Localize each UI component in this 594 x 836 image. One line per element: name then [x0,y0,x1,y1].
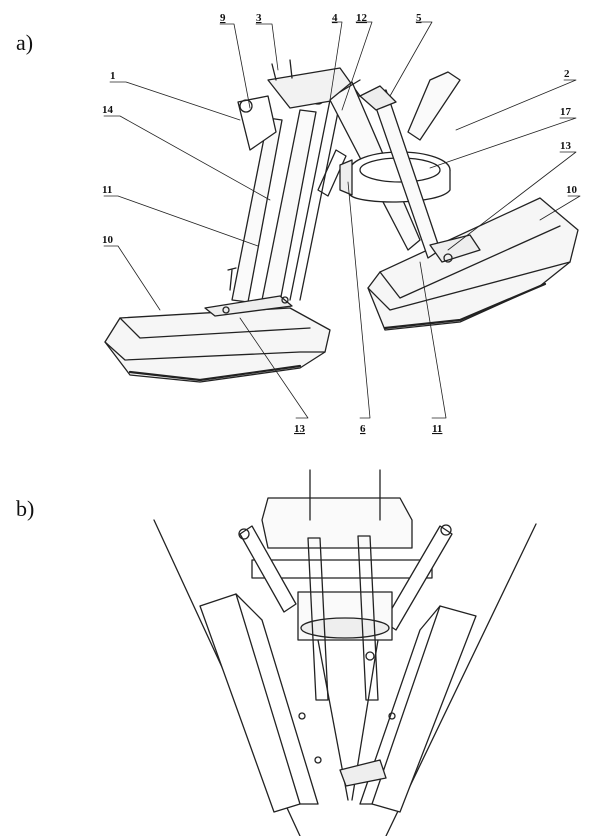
label-11-left: 11 [102,184,112,196]
label-4: 4 [332,12,338,24]
panel-a-drawing [104,59,579,383]
panel-b-label: b) [16,496,35,521]
right-arm [359,71,481,263]
label-13-bottom: 13 [294,423,306,435]
label-3: 3 [256,12,262,24]
label-10-left: 10 [102,234,114,246]
label-13-right: 13 [560,140,572,152]
label-1: 1 [110,70,116,82]
panel-a-label: a) [16,30,34,55]
label-6: 6 [360,423,366,435]
label-14: 14 [102,104,114,116]
label-10-right: 10 [566,184,578,196]
label-9: 9 [220,12,226,24]
label-5: 5 [416,12,422,24]
label-11-bottom: 11 [432,423,442,435]
label-17: 17 [560,106,572,118]
left-arm [204,91,341,317]
leader-lines-a [103,21,581,419]
left-shoe [104,307,331,383]
labels-panel-a: 9 3 4 12 5 2 1 14 17 13 10 11 10 13 6 11 [102,12,578,435]
label-2: 2 [564,68,570,80]
label-12: 12 [356,12,368,24]
panel-b-drawing [153,469,537,836]
